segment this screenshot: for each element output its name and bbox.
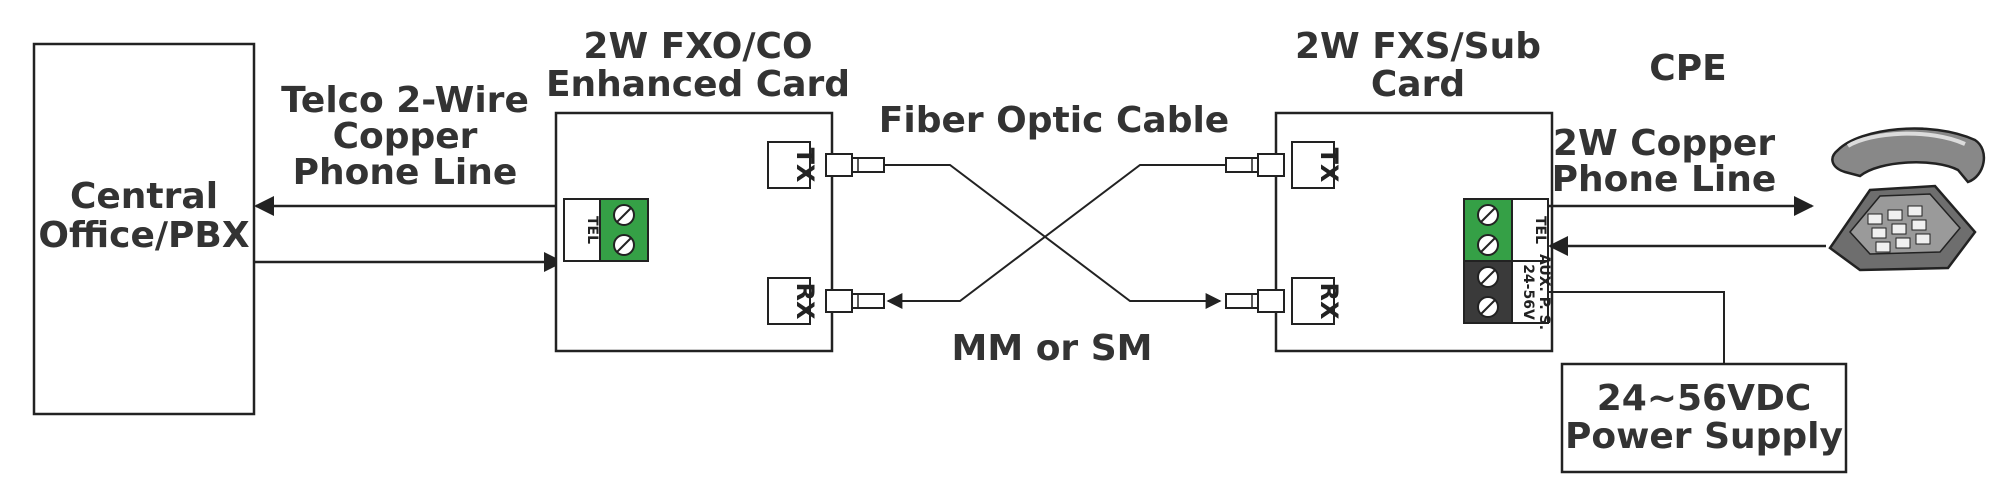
- fiber-label: Fiber Optic Cable: [879, 100, 1229, 141]
- fxs-tx-connector: [1225, 153, 1285, 177]
- fxs-terminal-block: [1463, 198, 1513, 324]
- central-office-box: Central Office/PBX: [32, 42, 256, 416]
- cpe-label: CPE: [1649, 48, 1726, 89]
- central-office-label-2: Office/PBX: [38, 215, 249, 256]
- telco-label-1: Telco 2-Wire: [281, 80, 529, 121]
- cpe-copper-label-1: 2W Copper: [1553, 123, 1775, 164]
- fiber-tx-to-rx-reverse: [886, 164, 1226, 309]
- telco-line-label: Telco 2-Wire Copper Phone Line: [281, 80, 529, 193]
- fxs-card-title-2: Card: [1371, 64, 1465, 105]
- power-supply-label-1: 24~56VDC: [1597, 378, 1812, 419]
- power-supply-label-2: Power Supply: [1565, 416, 1843, 457]
- fxs-card: 2W FXS/Sub Card TX RX: [1225, 26, 1554, 353]
- fxo-rx-label: RX: [791, 283, 819, 320]
- fxs-rx-label: RX: [1315, 283, 1343, 320]
- power-supply-box: 24~56VDC Power Supply: [1560, 362, 1848, 474]
- telco-label-2: Copper: [333, 116, 478, 157]
- fxs-tx-label: TX: [1315, 148, 1343, 183]
- fxo-tx-label: TX: [791, 148, 819, 183]
- fxo-card: 2W FXO/CO Enhanced Card TEL TX RX: [546, 26, 885, 353]
- fxs-aux-label-2: AUX. P. S.: [1536, 254, 1552, 330]
- fiber-mode-label: MM or SM: [952, 328, 1153, 369]
- fxo-card-title-2: Enhanced Card: [546, 64, 850, 105]
- power-supply-wire: [1548, 291, 1725, 364]
- fxo-tx-connector: [825, 153, 885, 177]
- fxs-card-title-1: 2W FXS/Sub: [1295, 26, 1541, 67]
- telco-label-3: Phone Line: [293, 152, 518, 193]
- fxo-terminal-block: [599, 198, 649, 262]
- fxs-aux-label-1: 24-56V: [1520, 264, 1536, 320]
- fiber-tx-to-rx: [884, 164, 1222, 309]
- fxo-tel-label: TEL: [584, 216, 600, 244]
- fxs-tel-label: TEL: [1532, 216, 1548, 244]
- cpe-copper-label-2: Phone Line: [1552, 159, 1777, 200]
- telephone-icon: [1828, 127, 1986, 272]
- fxs-rx-connector: [1225, 289, 1285, 313]
- central-office-label-1: Central: [70, 176, 218, 217]
- fxo-card-title-1: 2W FXO/CO: [583, 26, 812, 67]
- fxo-rx-connector: [825, 289, 885, 313]
